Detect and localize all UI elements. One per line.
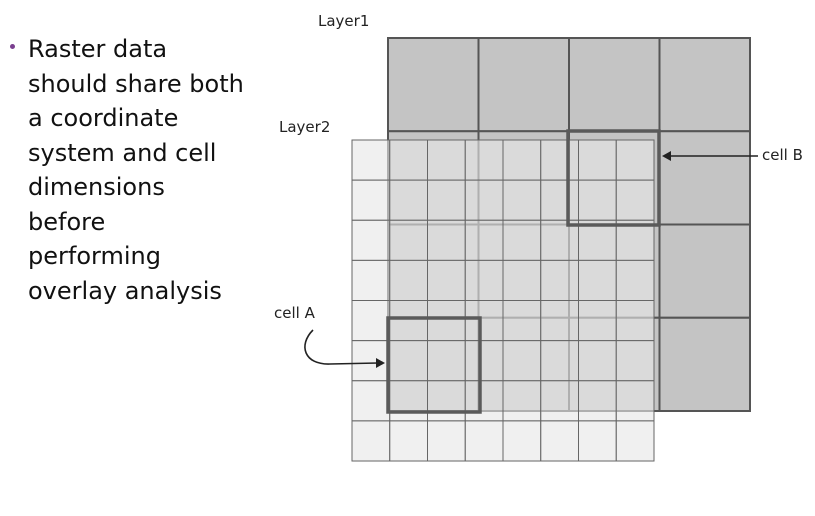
layer2-cell: [464, 380, 504, 422]
bullet-text: Raster data should share both a coordina…: [28, 35, 244, 305]
layer2-cell: [540, 179, 579, 221]
layer1-cell: [658, 223, 751, 319]
layer2-cell: [351, 340, 391, 382]
layer2-cell: [540, 340, 579, 382]
layer2-cell: [502, 380, 542, 422]
layer1-cell: [387, 37, 480, 133]
layer2-cell: [351, 300, 391, 342]
cell-a-label: cell A: [274, 304, 316, 322]
layer2-cell: [351, 380, 391, 422]
layer2-cell: [615, 340, 655, 382]
layer2-cell: [389, 259, 428, 302]
layer2-cell: [389, 300, 428, 342]
layer2-cell: [389, 139, 428, 181]
layer2-label: Layer2: [279, 118, 330, 136]
bullet-item: Raster data should share both a coordina…: [10, 32, 280, 308]
layer2-cell: [502, 139, 542, 181]
layer2-cell: [351, 219, 391, 261]
layer2-cell: [464, 420, 504, 462]
layer2-cell: [427, 420, 466, 462]
layer2-cell: [540, 259, 579, 302]
layer2-cell: [427, 300, 466, 342]
cell-b-label: cell B: [762, 146, 803, 164]
layer2-cell: [615, 139, 655, 181]
layer2-cell: [464, 139, 504, 181]
layer2-cell: [351, 139, 391, 181]
layer2-cell: [427, 179, 466, 221]
cell-a-arrowhead: [376, 358, 385, 368]
layer2-cell: [540, 420, 579, 462]
layer2-cell: [578, 179, 617, 221]
layer2-cell: [389, 380, 428, 422]
layer2-cell: [540, 300, 579, 342]
layer2-cell: [427, 139, 466, 181]
layer2-cell: [464, 300, 504, 342]
layer1-cell: [658, 37, 751, 133]
cell-a-arrow: [304, 329, 379, 365]
layer2-cell: [502, 340, 542, 382]
layer1-cell: [477, 37, 570, 133]
layer2-cell: [502, 420, 542, 462]
layer2-cell: [615, 179, 655, 221]
layer2-cell: [427, 219, 466, 261]
layer2-cell: [540, 139, 579, 181]
layer1-cell: [658, 130, 751, 226]
layer2-cell: [540, 380, 579, 422]
cell-a-highlight: [386, 316, 482, 414]
layer2-cell: [464, 179, 504, 221]
layer2-cell: [427, 340, 466, 382]
layer2-cell: [351, 179, 391, 221]
layer2-cell: [502, 259, 542, 302]
layer2-cell: [389, 219, 428, 261]
layer2-cell: [615, 259, 655, 302]
layer2-cell: [615, 300, 655, 342]
layer2-cell: [615, 380, 655, 422]
layer1-cell: [568, 37, 661, 133]
layer2-cell: [464, 219, 504, 261]
layer2-cell: [464, 259, 504, 302]
layer1-cell: [658, 316, 751, 412]
layer1-label: Layer1: [318, 12, 369, 30]
layer2-cell: [351, 420, 391, 462]
layer2-cell: [578, 139, 617, 181]
layer2-grid: [351, 139, 655, 462]
layer2-cell: [502, 219, 542, 261]
layer2-cell: [389, 179, 428, 221]
layer2-cell: [578, 259, 617, 302]
layer2-cell: [615, 219, 655, 261]
cell-b-arrowhead: [662, 151, 671, 161]
layer2-cell: [389, 420, 428, 462]
layer2-cell: [578, 420, 617, 462]
layer2-cell: [351, 259, 391, 302]
layer2-cell: [427, 380, 466, 422]
layer2-cell: [464, 340, 504, 382]
cell-b-highlight: [566, 129, 661, 227]
bullet-dot: [10, 44, 15, 49]
layer2-cell: [427, 259, 466, 302]
layer2-cell: [578, 380, 617, 422]
layer2-cell: [502, 300, 542, 342]
layer2-cell: [578, 300, 617, 342]
layer2-cell: [540, 219, 579, 261]
layer2-cell: [502, 179, 542, 221]
layer2-cell: [615, 420, 655, 462]
layer2-cell: [578, 340, 617, 382]
layer2-cell: [389, 340, 428, 382]
